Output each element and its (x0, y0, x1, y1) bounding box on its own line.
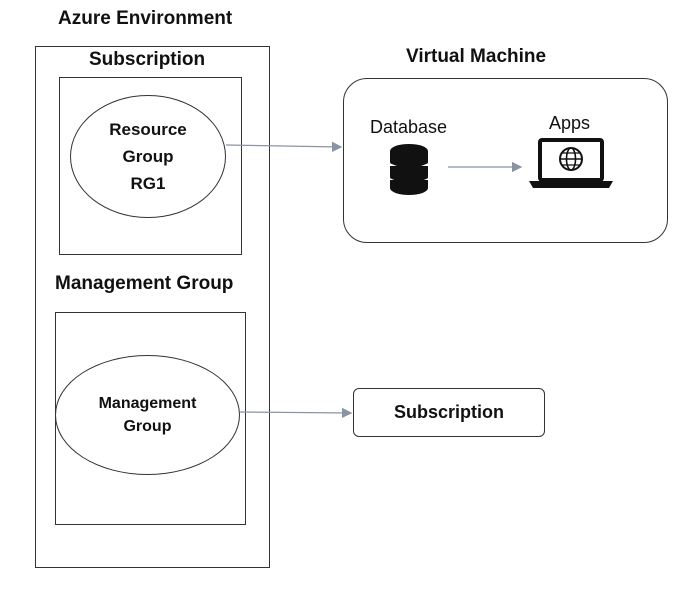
resource-group-line-3: RG1 (130, 174, 166, 193)
management-group-line-2: Group (123, 418, 172, 435)
subscription-target-box: Subscription (353, 388, 545, 437)
apps-label: Apps (549, 113, 591, 133)
resource-group-line-1: Resource (109, 120, 187, 139)
management-group-line-1: Management (98, 395, 197, 412)
virtual-machine-title: Virtual Machine (406, 46, 547, 67)
management-group-ellipse: Management Group (55, 355, 240, 475)
database-icon (388, 143, 430, 195)
database-label: Database (370, 117, 448, 137)
resource-group-line-2: Group (122, 147, 174, 166)
subscription-target-label: Subscription (393, 402, 504, 422)
management-group-section-title: Management Group (55, 273, 234, 294)
azure-environment-title: Azure Environment (58, 8, 233, 29)
laptop-globe-icon (527, 138, 615, 190)
subscription-section-title: Subscription (89, 49, 206, 70)
resource-group-ellipse: Resource Group RG1 (70, 95, 226, 218)
arrow-resource-group-to-vm (225, 141, 343, 153)
arrow-management-to-subscription (239, 407, 353, 419)
